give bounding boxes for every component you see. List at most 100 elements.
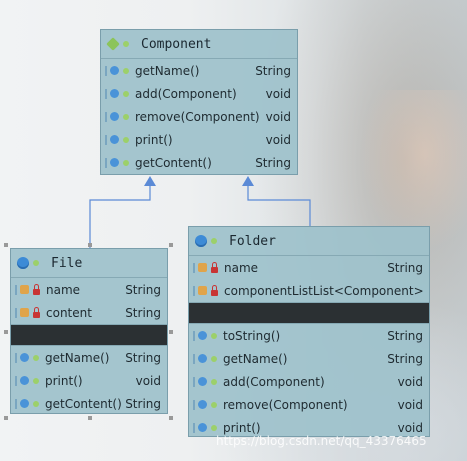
method-name: getContent()	[45, 396, 122, 411]
method-row[interactable]: getName() String	[189, 347, 429, 370]
field-icon	[15, 284, 29, 296]
method-row[interactable]: remove(Component)void	[189, 393, 429, 416]
selection-handle[interactable]	[4, 243, 8, 247]
selection-handle[interactable]	[4, 330, 8, 334]
public-icon	[123, 159, 129, 166]
folder-extends-component-line	[247, 178, 311, 226]
field-type: String	[125, 282, 161, 297]
private-lock-icon	[211, 284, 218, 296]
component-interface-box[interactable]: Component getName() String add(Component)…	[100, 29, 298, 175]
private-lock-icon	[33, 306, 40, 318]
method-name: print()	[45, 373, 83, 388]
method-name: getContent()	[135, 155, 212, 170]
field-type: String	[125, 305, 161, 320]
method-row[interactable]: getContent() String	[101, 151, 297, 174]
field-name: content	[46, 305, 92, 320]
method-type: String	[255, 63, 291, 78]
method-icon	[193, 353, 207, 365]
method-type: void	[397, 374, 423, 389]
selection-handle[interactable]	[4, 416, 8, 420]
method-icon	[105, 134, 119, 146]
folder-header: Folder	[189, 227, 429, 256]
public-icon	[211, 424, 217, 431]
selection-handle[interactable]	[88, 243, 92, 247]
method-row[interactable]: getName() String	[101, 59, 297, 82]
field-icon	[193, 262, 207, 274]
method-type: String	[255, 155, 291, 170]
method-icon	[105, 88, 119, 100]
method-icon	[193, 399, 207, 411]
selection-handle[interactable]	[169, 330, 173, 334]
class-icon	[195, 235, 207, 247]
method-name: getName()	[135, 63, 200, 78]
file-header: File	[11, 249, 167, 278]
file-title: File	[51, 255, 83, 271]
public-icon	[211, 401, 217, 408]
field-icon	[193, 285, 207, 297]
public-icon	[123, 136, 129, 143]
method-name: add(Component)	[223, 374, 325, 389]
public-icon	[33, 400, 39, 407]
public-icon	[33, 260, 39, 266]
public-icon	[123, 90, 129, 97]
field-icon	[15, 307, 29, 319]
method-type: String	[387, 351, 423, 366]
field-type: List<Component>	[312, 283, 424, 298]
method-row[interactable]: print()void	[189, 416, 429, 439]
field-row[interactable]: content String	[11, 301, 167, 324]
field-name: name	[46, 282, 81, 297]
interface-icon	[106, 37, 120, 51]
method-name: add(Component)	[135, 86, 237, 101]
public-icon	[211, 355, 217, 362]
method-name: print()	[135, 132, 173, 147]
method-row[interactable]: getName() String	[11, 346, 167, 369]
method-type: String	[125, 350, 161, 365]
method-name: getName()	[223, 351, 288, 366]
method-row[interactable]: toString() String	[189, 324, 429, 347]
class-icon	[17, 257, 29, 269]
public-icon	[123, 41, 129, 47]
method-type: void	[265, 109, 291, 124]
method-row[interactable]: getContent()String	[11, 392, 167, 415]
selection-handle[interactable]	[169, 243, 173, 247]
component-title: Component	[141, 36, 212, 52]
method-type: String	[387, 328, 423, 343]
method-type: void	[265, 132, 291, 147]
selection-handle[interactable]	[88, 416, 92, 420]
method-icon	[15, 352, 29, 364]
method-icon	[105, 157, 119, 169]
field-row[interactable]: name String	[11, 278, 167, 301]
method-row[interactable]: remove(Component)void	[101, 105, 297, 128]
public-icon	[33, 354, 39, 361]
private-lock-icon	[211, 261, 218, 273]
private-lock-icon	[33, 283, 40, 295]
method-row[interactable]: add(Component) void	[101, 82, 297, 105]
method-icon	[193, 376, 207, 388]
method-row[interactable]: print() void	[101, 128, 297, 151]
method-name: getName()	[45, 350, 110, 365]
component-header: Component	[101, 30, 297, 59]
public-icon	[123, 113, 129, 120]
method-type: void	[135, 373, 161, 388]
method-row[interactable]: add(Component) void	[189, 370, 429, 393]
folder-constructors-band	[189, 303, 429, 324]
file-extends-component-line	[89, 178, 151, 248]
public-icon	[211, 332, 217, 339]
folder-methods: toString() String getName() String add(Com…	[189, 324, 429, 439]
folder-title: Folder	[229, 233, 276, 249]
public-icon	[33, 377, 39, 384]
file-methods: getName() String print() void getContent()…	[11, 346, 167, 415]
method-type: void	[265, 86, 291, 101]
method-row[interactable]: print() void	[11, 369, 167, 392]
field-name: name	[224, 260, 259, 275]
selection-handle[interactable]	[169, 416, 173, 420]
method-name: toString()	[223, 328, 281, 343]
method-icon	[15, 375, 29, 387]
method-type: void	[397, 397, 423, 412]
method-type: String	[125, 396, 161, 411]
